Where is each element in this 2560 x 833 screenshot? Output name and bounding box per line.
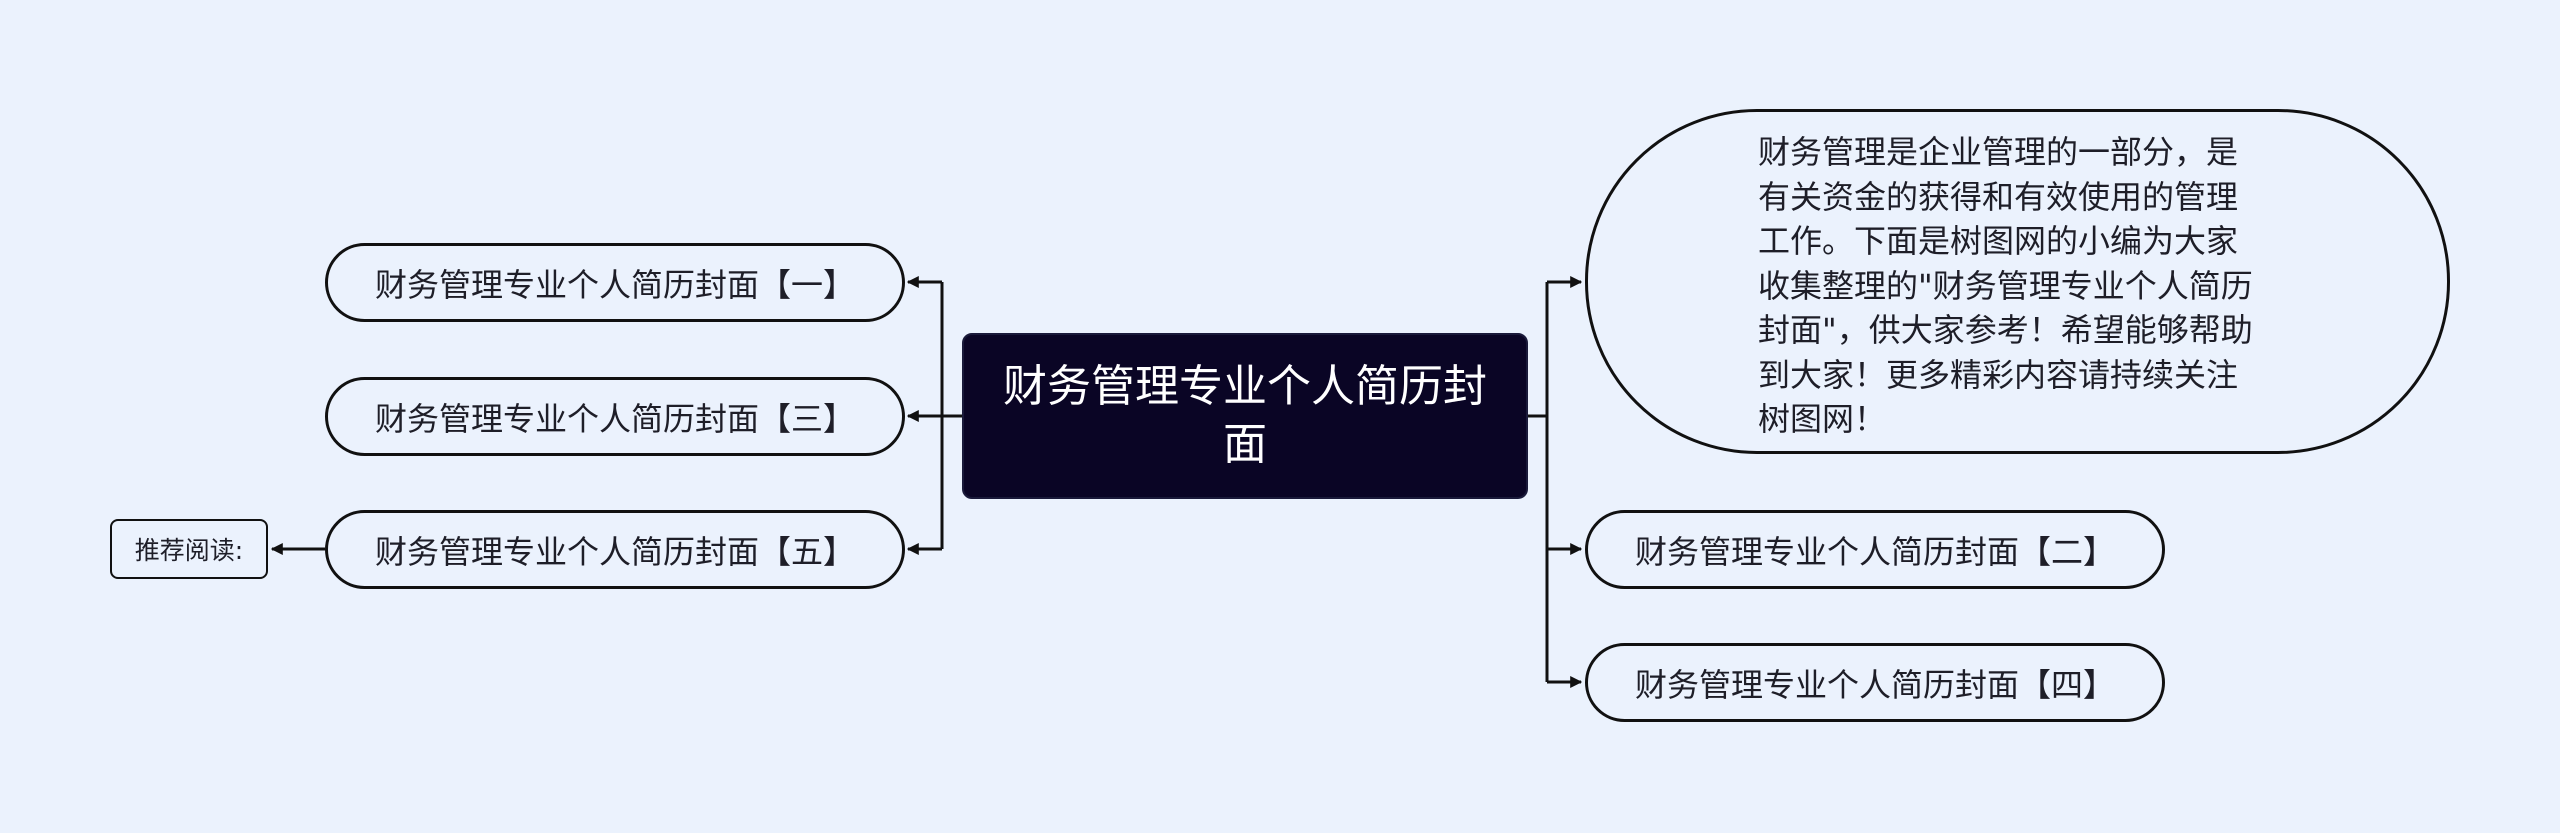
branch-node-2[interactable]: 财务管理专业个人简历封面【二】 bbox=[1585, 510, 2165, 589]
branch-node-1[interactable]: 财务管理专业个人简历封面【一】 bbox=[325, 243, 905, 322]
branch-label-4: 财务管理专业个人简历封面【四】 bbox=[1634, 665, 2115, 704]
branch-label-1: 财务管理专业个人简历封面【一】 bbox=[374, 265, 855, 304]
branch-node-3[interactable]: 财务管理专业个人简历封面【三】 bbox=[325, 377, 905, 456]
recommend-reading-node[interactable]: 推荐阅读: bbox=[110, 519, 268, 579]
root-node[interactable]: 财务管理专业个人简历封面 bbox=[962, 333, 1528, 499]
description-node[interactable]: 财务管理是企业管理的一部分，是有关资金的获得和有效使用的管理工作。下面是树图网的… bbox=[1585, 109, 2450, 454]
left-trunk-connector bbox=[940, 282, 962, 549]
branch-node-4[interactable]: 财务管理专业个人简历封面【四】 bbox=[1585, 643, 2165, 722]
description-text: 财务管理是企业管理的一部分，是有关资金的获得和有效使用的管理工作。下面是树图网的… bbox=[1758, 133, 2253, 438]
branch-label-2: 财务管理专业个人简历封面【二】 bbox=[1634, 532, 2115, 571]
recommend-label: 推荐阅读: bbox=[134, 536, 244, 565]
right-trunk-connector bbox=[1528, 282, 1549, 682]
branch-node-5[interactable]: 财务管理专业个人简历封面【五】 bbox=[325, 510, 905, 589]
branch-label-5: 财务管理专业个人简历封面【五】 bbox=[374, 532, 855, 571]
branch-label-3: 财务管理专业个人简历封面【三】 bbox=[374, 399, 855, 438]
root-title: 财务管理专业个人简历封面 bbox=[1003, 361, 1487, 470]
